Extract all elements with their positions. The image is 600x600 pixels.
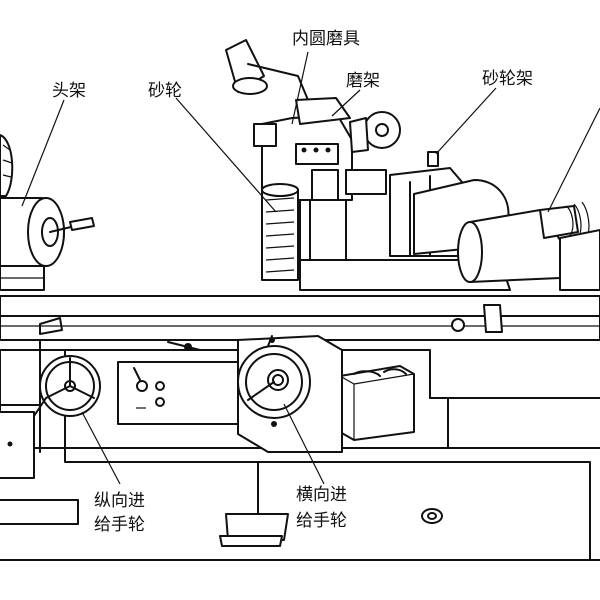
label-transverse-feed-line2: 给手轮 — [296, 511, 347, 531]
leader-grinding-frame — [331, 89, 361, 117]
label-grinding-frame: 磨架 — [346, 71, 380, 91]
leader-lines — [21, 51, 600, 485]
label-longitudinal-feed-line2: 给手轮 — [94, 515, 145, 535]
headstock — [0, 134, 95, 291]
grinding-frame — [225, 39, 401, 281]
leader-headstock — [21, 99, 65, 207]
transverse-feed-handwheel — [219, 335, 343, 547]
leader-far-right — [547, 107, 600, 213]
base-knob — [421, 508, 443, 524]
label-inner-grinding-tool: 内圆磨具 — [292, 29, 360, 49]
leader-wheel-head — [435, 87, 497, 155]
label-transverse-feed-line1: 横向进 — [296, 485, 347, 505]
leader-inner-grinding-tool — [291, 51, 309, 125]
label-longitudinal-feed-line1: 纵向进 — [94, 491, 145, 511]
label-grinding-wheel: 砂轮 — [148, 81, 182, 101]
leader-transverse-feed — [283, 403, 325, 485]
label-wheel-head: 砂轮架 — [482, 69, 533, 89]
longitudinal-feed-handwheel — [33, 355, 101, 417]
wheel-head — [299, 151, 600, 291]
control-panel — [117, 341, 253, 425]
electrical-box — [339, 365, 415, 441]
label-headstock: 头架 — [52, 81, 86, 101]
labels: 内圆磨具 磨架 头架 砂轮 砂轮架 纵向进 给手轮 横向进 给手轮 — [52, 29, 533, 535]
leader-longitudinal-feed — [81, 411, 121, 485]
leader-grinding-wheel — [175, 97, 277, 213]
